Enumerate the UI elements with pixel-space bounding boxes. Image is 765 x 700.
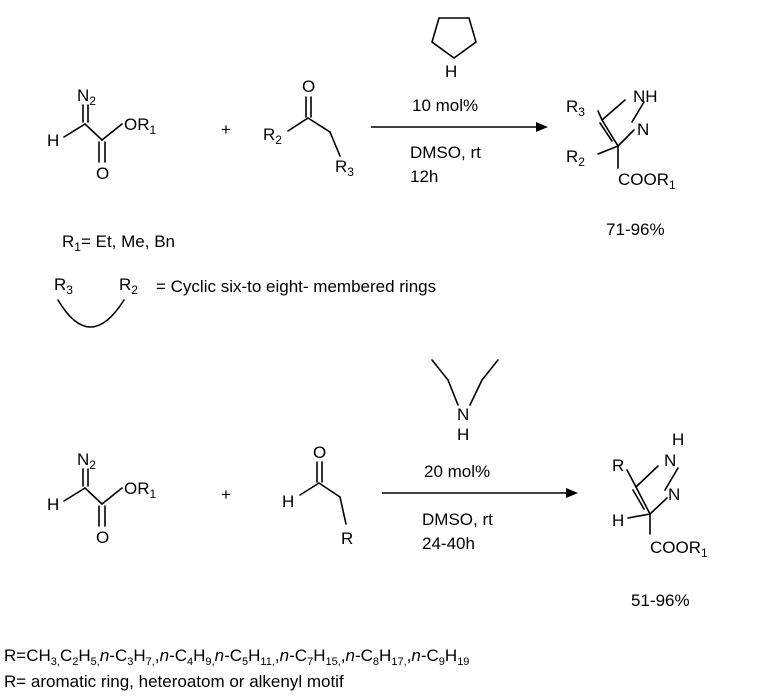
reaction1-plus: +	[221, 120, 231, 139]
pyrrolidine-catalyst: H	[431, 17, 477, 81]
reaction2-yield: 51-96%	[631, 591, 690, 610]
product2-r: R	[612, 456, 624, 475]
product2-ester: COOR1	[650, 538, 708, 560]
reaction2-time: 24-40h	[422, 534, 475, 553]
reaction2-diazo-ester: N2 H OR1 O	[47, 450, 157, 547]
reaction2-loading: 20 mol%	[424, 462, 490, 481]
product1-nh: NH	[633, 87, 658, 106]
reaction1-arrowhead	[536, 122, 548, 132]
pyrrolidine-nh: H	[445, 62, 457, 81]
reaction2-aldehyde: O H R	[282, 443, 353, 548]
ring-arc	[57, 299, 125, 328]
diazo-hydrogen: H	[47, 131, 59, 150]
ring-text: = Cyclic six-to eight- membered rings	[156, 277, 436, 296]
diethylamine-nh: H	[457, 425, 469, 444]
ring-r3: R3	[54, 275, 73, 297]
reaction1-loading: 10 mol%	[412, 96, 478, 115]
reaction1-diazo-ester: N2 H OR1 O	[47, 86, 157, 183]
carbonyl-oxygen: O	[96, 164, 109, 183]
product1-r3: R3	[566, 97, 585, 119]
aldehyde-r: R	[341, 529, 353, 548]
footnote-substituent-types: R= aromatic ring, heteroatom or alkenyl …	[4, 672, 344, 691]
carbonyl2-oxygen: O	[96, 528, 109, 547]
product2-n: N	[668, 485, 680, 504]
ring-r2: R2	[119, 275, 138, 297]
diazo2-hydrogen: H	[47, 495, 59, 514]
reaction2-pyrazole-product: R H N N H COOR1	[612, 430, 708, 560]
reaction2-solvent: DMSO, rt	[422, 510, 493, 529]
reaction1-ketone: O R2 R3	[263, 77, 354, 179]
reaction2-arrowhead	[566, 488, 578, 498]
diethylamine-catalyst: N H	[431, 359, 499, 444]
product2-h: H	[612, 511, 624, 530]
aldehyde-hydrogen: H	[282, 492, 294, 511]
product1-ester: COOR1	[618, 170, 676, 192]
product1-r2: R2	[566, 147, 585, 169]
product1-n: N	[637, 120, 649, 139]
diazo2-nitrogen: N2	[77, 450, 96, 472]
reaction2-plus: +	[221, 485, 231, 504]
reaction1-yield: 71-96%	[606, 220, 665, 239]
ester-oxy-group: OR1	[124, 115, 157, 137]
footnote-alkyl-list: R=CH3,C2H5,n-C3H7,,n-C4H9,n-C5H11,,n-C7H…	[4, 646, 470, 668]
product2-nh-h: H	[672, 430, 684, 449]
diazo-nitrogen: N2	[77, 86, 96, 108]
reaction1-solvent: DMSO, rt	[410, 143, 481, 162]
ester2-oxy-group: OR1	[124, 479, 157, 501]
ketone-r3: R3	[335, 157, 354, 179]
reaction1-pyrazole-product: R3 NH N R2 COOR1	[566, 87, 676, 192]
product2-nh-n: N	[664, 451, 676, 470]
aldehyde-oxygen: O	[313, 443, 326, 462]
ketone-r2: R2	[263, 125, 282, 147]
reaction1-time: 12h	[410, 167, 438, 186]
diethylamine-n: N	[457, 405, 469, 424]
ring-definition: R3 R2 = Cyclic six-to eight- membered ri…	[54, 275, 436, 328]
ketone-oxygen: O	[302, 77, 315, 96]
r1-definition: R1= Et, Me, Bn	[62, 232, 175, 254]
